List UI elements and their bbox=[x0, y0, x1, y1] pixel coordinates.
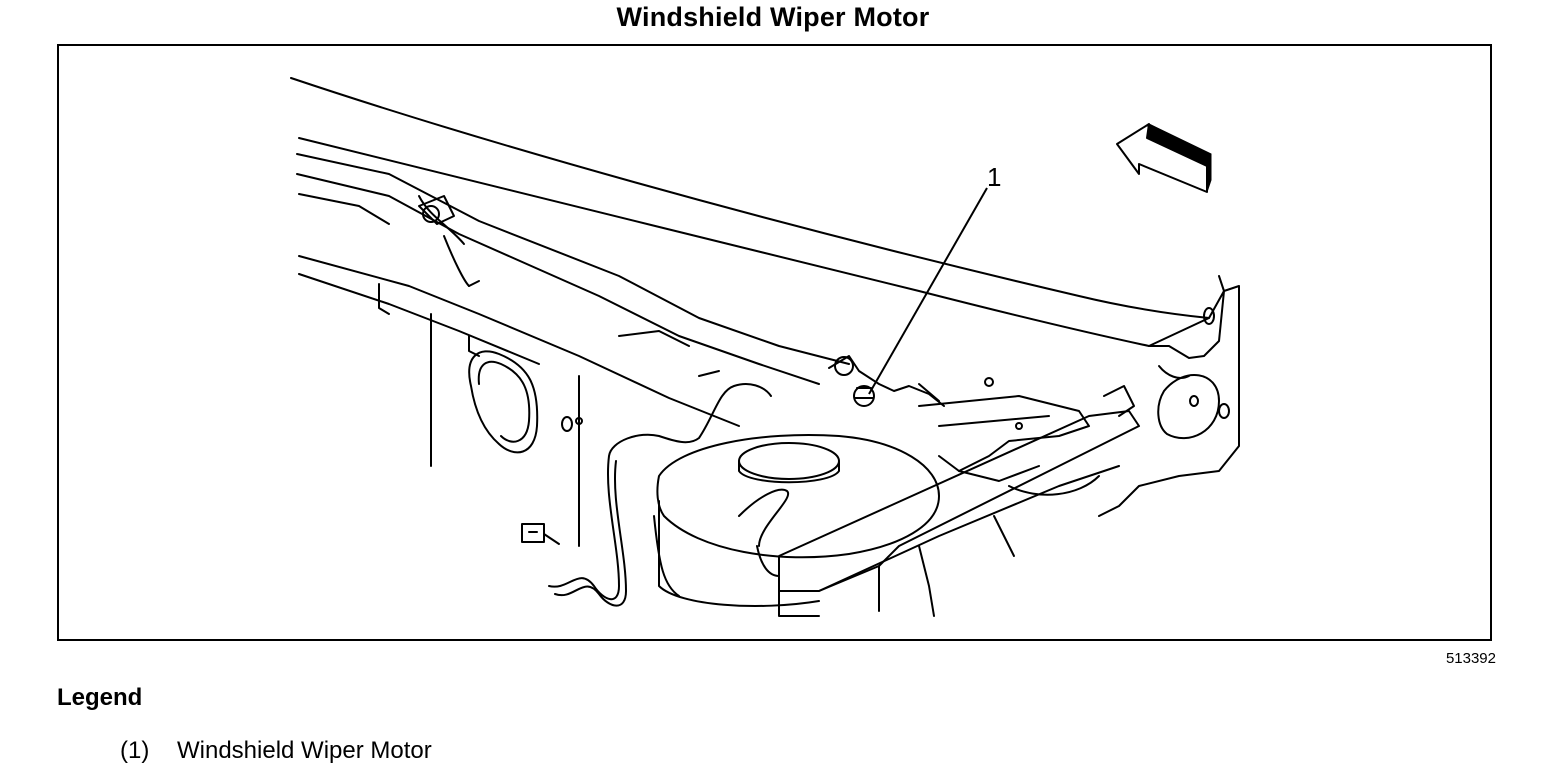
cowl-panel-outline bbox=[290, 77, 1210, 319]
legend-heading: Legend bbox=[57, 684, 143, 711]
legend-item: (1) Windshield Wiper Motor bbox=[120, 737, 432, 765]
figure-id: 513392 bbox=[1445, 650, 1496, 667]
wiper-motor-housing bbox=[656, 434, 940, 559]
crossmember bbox=[778, 410, 1140, 592]
body-access-hole bbox=[1157, 374, 1220, 440]
motor-crank-arm bbox=[828, 355, 945, 407]
diagram-title: Windshield Wiper Motor bbox=[616, 2, 930, 32]
cowl-access-hole bbox=[468, 350, 539, 454]
illustration-frame: 1 bbox=[57, 44, 1492, 641]
front-direction-arrow-icon bbox=[1116, 123, 1212, 193]
wiper-linkage bbox=[296, 153, 850, 365]
wiper-motor-harness bbox=[548, 383, 772, 601]
wiper-motor-illustration: 1 bbox=[290, 77, 1240, 617]
callout-leader-line bbox=[868, 187, 988, 395]
legend-item-number: (1) bbox=[120, 737, 150, 764]
right-body-panel bbox=[1098, 285, 1240, 517]
legend-item-label: Windshield Wiper Motor bbox=[177, 737, 432, 764]
callout-number: 1 bbox=[987, 162, 1001, 192]
